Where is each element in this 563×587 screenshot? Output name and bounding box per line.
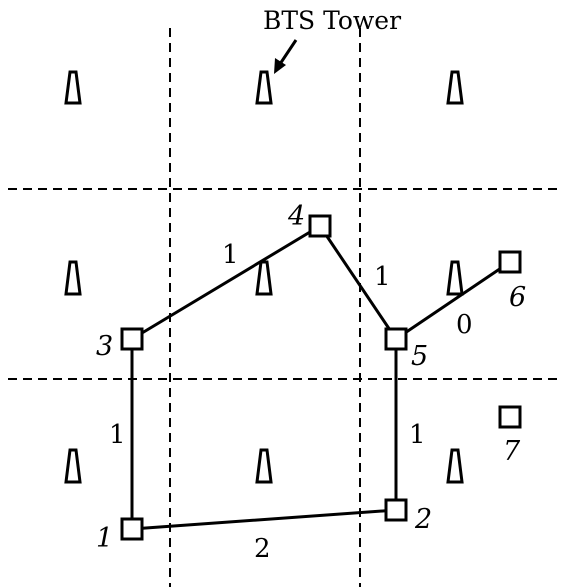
edge-weight-1-3: 1 [109, 420, 126, 450]
node-label-7: 7 [503, 436, 521, 467]
tower-icon [255, 70, 273, 105]
grid-lines [8, 28, 563, 587]
node-5 [384, 327, 408, 351]
tower-icon [255, 448, 273, 484]
node-7 [498, 405, 522, 429]
tower-icon [64, 448, 82, 484]
edge-weight-4-5: 1 [374, 262, 391, 292]
towers [64, 70, 464, 484]
node-labels: 1 2 3 4 5 6 7 [96, 201, 526, 554]
caption-arrow-head [274, 58, 286, 74]
edges [130, 224, 512, 531]
edge-weight-3-4: 1 [222, 240, 239, 270]
caption-bts-tower: BTS Tower [263, 6, 401, 35]
node-3 [120, 327, 144, 351]
node-label-1: 1 [96, 523, 113, 554]
tower-icon [446, 70, 464, 105]
node-label-2: 2 [414, 504, 432, 535]
tower-icon [64, 260, 82, 296]
tower-icon [446, 260, 464, 296]
node-2 [384, 498, 408, 522]
edge-1-2 [130, 508, 398, 531]
node-1 [120, 517, 144, 541]
caption-arrow-line [278, 39, 298, 65]
tower-icon [64, 70, 82, 105]
node-label-4: 4 [287, 201, 305, 232]
edge-weight-1-2: 2 [254, 534, 271, 564]
edge-4-5 [318, 224, 398, 341]
node-4 [308, 214, 332, 238]
edge-weight-5-2: 1 [409, 420, 426, 450]
node-6 [498, 250, 522, 274]
node-label-5: 5 [411, 341, 428, 372]
edge-5-6 [394, 260, 512, 341]
edge-3-4 [130, 224, 322, 341]
node-label-6: 6 [509, 282, 526, 313]
tower-icon [255, 260, 273, 296]
caption-group: BTS Tower [263, 6, 401, 74]
tower-icon [446, 448, 464, 484]
node-label-3: 3 [96, 331, 113, 362]
edge-weights: 2 1 1 1 0 1 [109, 240, 473, 564]
nodes [120, 214, 522, 541]
edge-weight-5-6: 0 [456, 310, 473, 340]
